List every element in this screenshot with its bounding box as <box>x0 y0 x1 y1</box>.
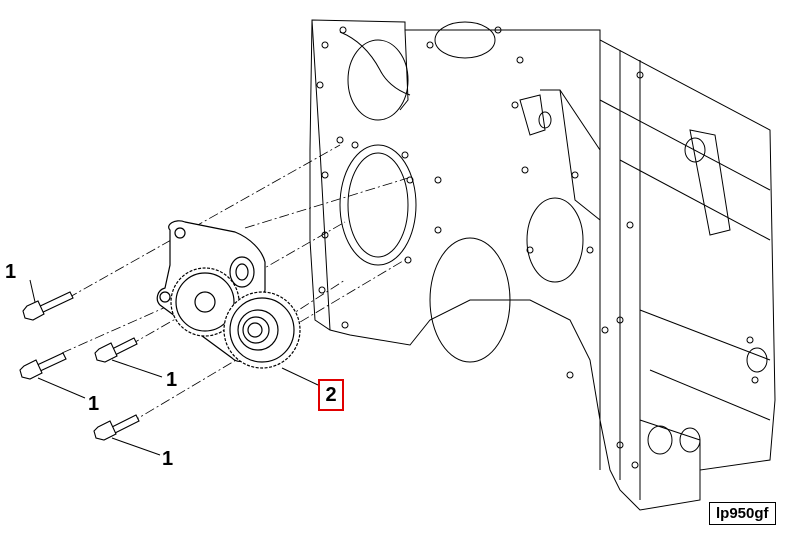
callout-bolt-a: 1 <box>5 261 17 283</box>
bolt-d <box>93 414 140 441</box>
callout-bolt-b: 1 <box>88 393 100 415</box>
leader-lines <box>29 279 319 456</box>
oil-pump-assembly <box>156 220 301 369</box>
bolt-a <box>22 291 74 321</box>
callout-bolt-c: 1 <box>166 369 178 391</box>
reference-code: lp950gf <box>709 502 776 525</box>
bolt-b <box>19 352 67 380</box>
callout-oil-pump[interactable]: 2 <box>318 379 344 411</box>
callout-bolt-d: 1 <box>162 448 174 470</box>
bolts <box>19 291 140 441</box>
engine-block <box>309 19 776 511</box>
bolt-c <box>94 337 138 363</box>
